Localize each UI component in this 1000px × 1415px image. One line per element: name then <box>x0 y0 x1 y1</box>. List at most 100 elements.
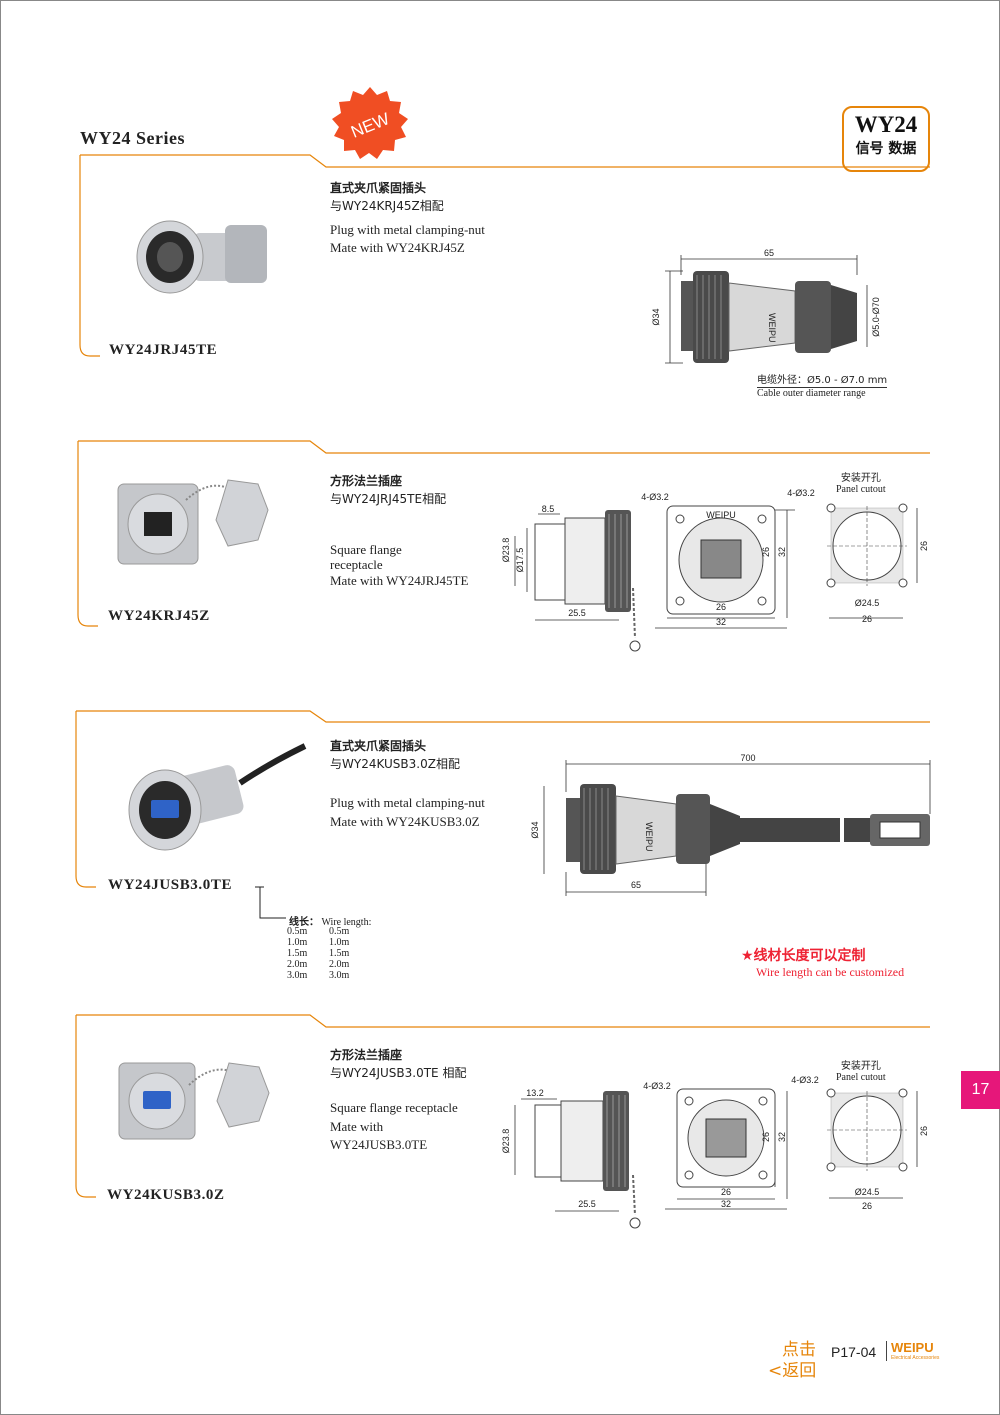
wire-length-value: 1.0m <box>287 937 308 948</box>
product-title-cn-2: 方形法兰插座 <box>330 474 403 488</box>
drawing-4-height-inner: 26 <box>761 1132 771 1142</box>
wire-length-label-en: Wire length: <box>321 917 372 928</box>
product-title-cn-1: 直式夹爪紧固插头 <box>330 181 427 195</box>
product-photo-2 <box>117 479 269 565</box>
product-model-2: WY24KRJ45Z <box>108 608 210 624</box>
back-link-line2[interactable]: <返回 <box>768 1361 817 1381</box>
panel-cutout-en-2: Panel cutout <box>836 484 886 495</box>
product-desc-en-4b: Mate with <box>330 1119 384 1134</box>
technical-drawing-2: WEIPU 8.5 Ø23.8 Ø17.5 25.5 4-Ø3.2 26 32 … <box>501 488 929 652</box>
wire-length-value: 2.0m <box>329 959 350 970</box>
drawing-2-length: 25.5 <box>568 608 586 618</box>
panel-cutout-en-4: Panel cutout <box>836 1072 886 1083</box>
product-desc-en-3b: Mate with WY24KUSB3.0Z <box>330 814 480 829</box>
drawing-4-height-outer: 32 <box>777 1132 787 1142</box>
technical-drawing-1: WEIPU 65 Ø34 Ø5.0-Ø70 <box>651 248 881 364</box>
cutout-2-holes: 4-Ø3.2 <box>787 488 815 498</box>
product-desc-en-4a: Square flange receptacle <box>330 1100 458 1115</box>
product-title-cn-4: 方形法兰插座 <box>330 1048 403 1062</box>
cable-diameter-note: 电缆外径：Ø5.0 - Ø7.0 mm Cable outer diameter… <box>757 375 888 399</box>
wire-length-value: 2.0m <box>287 959 308 970</box>
product-desc-en-2a: Square flange <box>330 542 402 557</box>
footer-logo-text: WEIPU <box>891 1340 934 1355</box>
wire-length-label: 线长： Wire length: <box>289 913 371 928</box>
drawing-2-depth: 8.5 <box>542 504 555 514</box>
drawing-2-width-outer: 32 <box>716 617 726 627</box>
product-mate-cn-3: 与WY24KUSB3.0Z相配 <box>330 757 460 771</box>
product-mate-cn-4: 与WY24JUSB3.0TE 相配 <box>330 1066 467 1080</box>
drawing-2-holes: 4-Ø3.2 <box>641 492 669 502</box>
panel-cutout-cn-4: 安装开孔 <box>840 1061 881 1072</box>
drawing-1-brand: WEIPU <box>767 313 777 343</box>
back-link-line1[interactable]: 点击 <box>782 1340 816 1360</box>
chapter-tab[interactable]: 17 <box>961 1071 1000 1109</box>
drawing-2-width-inner: 26 <box>716 602 726 612</box>
back-link[interactable]: 点击 <返回 <box>768 1340 816 1382</box>
panel-cutout-cn-2: 安装开孔 <box>840 473 881 484</box>
cutout-4-holes: 4-Ø3.2 <box>791 1075 819 1085</box>
drawing-2-height-inner: 26 <box>761 547 771 557</box>
cutout-2-width: 26 <box>862 614 872 624</box>
page-number: P17-04 <box>831 1344 877 1360</box>
footer-logo-sub: Electrical Accessories <box>891 1355 940 1361</box>
drawing-2-brand: WEIPU <box>706 510 736 520</box>
series-badge: WY24 信号 数据 <box>842 106 930 172</box>
product-desc-3: 直式夹爪紧固插头 与WY24KUSB3.0Z相配 Plug with metal… <box>330 737 485 831</box>
drawing-1-length: 65 <box>764 248 774 258</box>
drawing-4-width-outer: 32 <box>721 1199 731 1209</box>
cutout-4-diameter: Ø24.5 <box>855 1187 880 1197</box>
section-frame-3-side <box>75 711 96 888</box>
product-photo-4 <box>118 1062 270 1140</box>
product-model-4: WY24KUSB3.0Z <box>107 1187 225 1203</box>
product-desc-en-3a: Plug with metal clamping-nut <box>330 795 485 810</box>
wire-length-value: 0.5m <box>287 926 308 937</box>
drawing-4-depth: 13.2 <box>526 1088 544 1098</box>
footer-logo: WEIPU Electrical Accessories <box>886 1341 939 1361</box>
product-title-cn-3: 直式夹爪紧固插头 <box>330 739 427 753</box>
cutout-2-diameter: Ø24.5 <box>855 598 880 608</box>
section-frame-2-side <box>77 441 98 627</box>
product-photo-3 <box>128 743 307 851</box>
new-badge: NEW <box>332 87 408 159</box>
wire-length-values-right: 0.5m 1.0m 1.5m 2.0m 3.0m <box>329 926 349 981</box>
drawing-1-diameter: Ø34 <box>651 308 661 325</box>
series-badge-main: WY24 <box>854 112 918 137</box>
product-desc-en-1a: Plug with metal clamping-nut <box>330 222 485 237</box>
product-desc-en-2b: receptacle <box>330 557 383 572</box>
panel-cutout-label-2: 安装开孔 Panel cutout <box>836 473 886 495</box>
product-desc-en-1b: Mate with WY24KRJ45Z <box>330 240 465 255</box>
drawing-4-length: 25.5 <box>578 1199 596 1209</box>
wire-length-label-cn: 线长： <box>289 917 319 928</box>
drawing-3-body-length: 65 <box>631 880 641 890</box>
product-model-3: WY24JUSB3.0TE <box>108 877 233 893</box>
panel-cutout-label-4: 安装开孔 Panel cutout <box>836 1061 886 1083</box>
product-photo-1 <box>136 220 267 294</box>
drawing-3-cable-length: 700 <box>740 753 755 763</box>
wire-length-value: 3.0m <box>329 970 350 981</box>
drawing-2-outer-dia: Ø23.8 <box>501 538 511 563</box>
drawing-4-outer-dia: Ø23.8 <box>501 1129 511 1154</box>
drawing-1-cable-range: Ø5.0-Ø70 <box>871 297 881 337</box>
drawing-2-inner-dia: Ø17.5 <box>515 548 525 573</box>
wire-length-value: 0.5m <box>329 926 350 937</box>
drawing-4-holes: 4-Ø3.2 <box>643 1081 671 1091</box>
product-desc-1: 直式夹爪紧固插头 与WY24KRJ45Z相配 Plug with metal c… <box>330 179 485 257</box>
series-title: WY24 Series <box>80 128 185 148</box>
wire-length-value: 3.0m <box>287 970 308 981</box>
cutout-4-height: 26 <box>919 1126 929 1136</box>
cutout-4-width: 26 <box>862 1201 872 1211</box>
drawing-3-brand: WEIPU <box>644 822 654 852</box>
section-frame-2-top <box>78 440 930 454</box>
product-desc-2: 方形法兰插座 与WY24JRJ45TE相配 Square flange rece… <box>330 472 468 590</box>
product-mate-cn-1: 与WY24KRJ45Z相配 <box>330 199 444 213</box>
cable-diameter-en: Cable outer diameter range <box>757 387 888 399</box>
section-frame-1-side <box>79 155 100 357</box>
product-desc-4: 方形法兰插座 与WY24JUSB3.0TE 相配 Square flange r… <box>330 1046 466 1154</box>
section-frame-4-top <box>76 1014 930 1028</box>
section-frame-4-side <box>75 1015 96 1198</box>
cable-diameter-cn: 电缆外径：Ø5.0 - Ø7.0 mm <box>757 375 888 386</box>
wire-length-value: 1.5m <box>287 948 308 959</box>
wire-length-values-left: 0.5m 1.0m 1.5m 2.0m 3.0m <box>287 926 307 981</box>
